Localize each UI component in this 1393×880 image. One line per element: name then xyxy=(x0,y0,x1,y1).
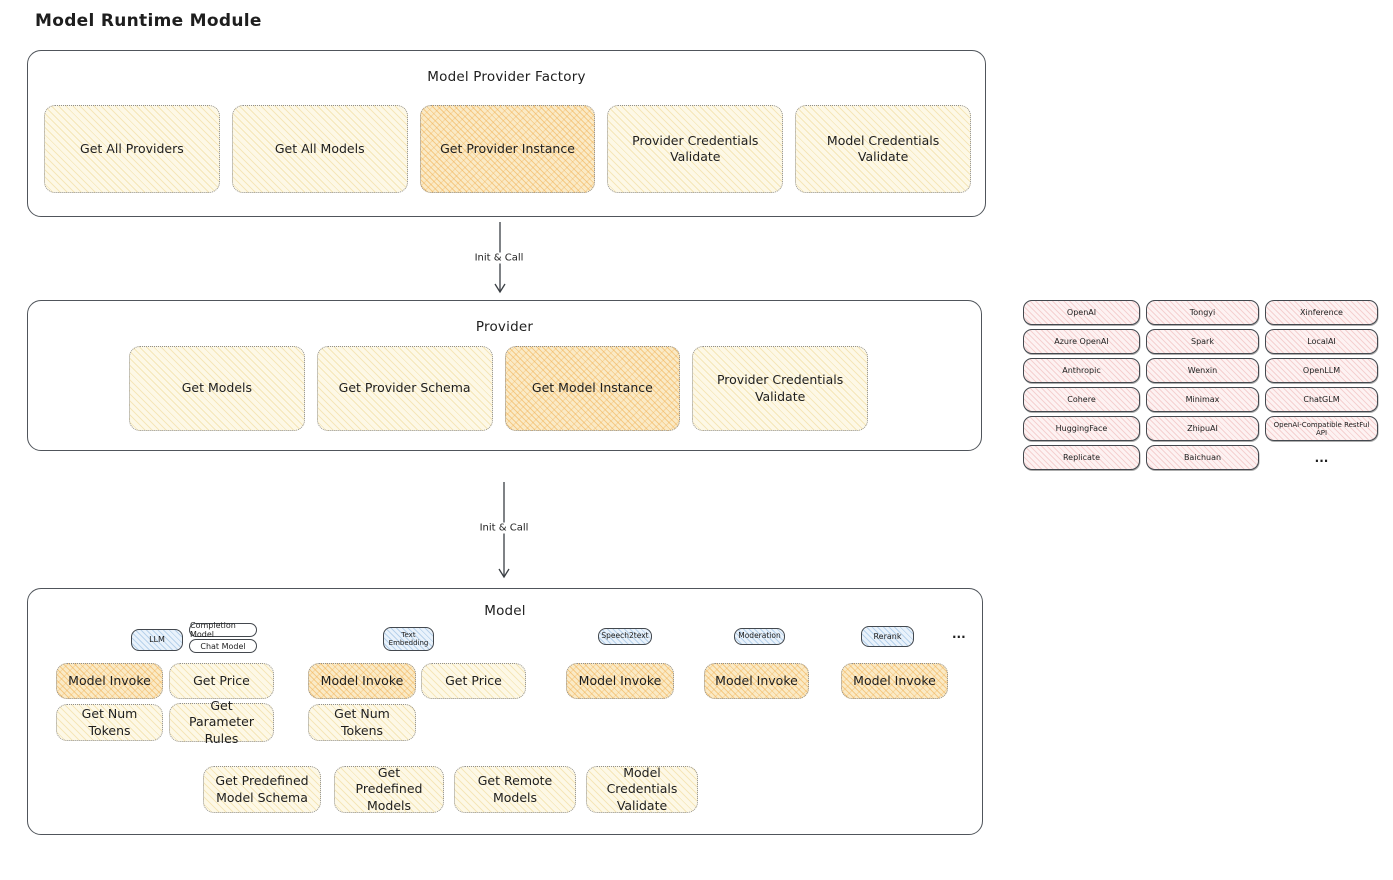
model-container: Model LLM Completion Model Chat Model Te… xyxy=(27,588,1002,852)
provider-title: Provider xyxy=(475,319,534,335)
provider-box-get-provider-schema: Get Provider Schema xyxy=(316,346,493,431)
tag-speech2text: Speech2text xyxy=(598,628,652,645)
factory-title: Model Provider Factory xyxy=(427,69,586,85)
tag-text-embedding: Text Embedding xyxy=(383,627,434,651)
llm-get-parameter-rules: Get Parameter Rules xyxy=(169,698,274,746)
tag-rerank: Rerank xyxy=(861,626,914,647)
text-embedding-model-invoke: Model Invoke xyxy=(308,663,416,699)
tag-completion-model: Completion Model xyxy=(189,621,257,639)
factory-box-provider-credentials-validate: Provider Credentials Validate xyxy=(607,105,784,193)
provider-box-provider-credentials-validate: Provider Credentials Validate xyxy=(692,346,868,431)
factory-box-get-provider-instance: Get Provider Instance xyxy=(419,105,596,193)
provider-item-azure-openai: Azure OpenAI xyxy=(1023,329,1140,354)
tag-chat-model: Chat Model xyxy=(189,639,257,653)
rerank-model-invoke: Model Invoke xyxy=(841,663,948,699)
provider-container: Provider Get Models Get Provider Schema … xyxy=(27,300,1001,468)
model-model-credentials-validate: Model Credentials Validate xyxy=(586,765,698,813)
speech2text-model-invoke: Model Invoke xyxy=(566,663,674,699)
text-embedding-get-price: Get Price xyxy=(421,663,526,699)
provider-item-localai: LocalAI xyxy=(1265,329,1378,354)
provider-item-openai-compatible-restful-api: OpenAI-Compatible RestFul API xyxy=(1265,416,1378,441)
llm-get-num-tokens: Get Num Tokens xyxy=(56,704,163,741)
provider-box-get-model-instance: Get Model Instance xyxy=(504,346,681,431)
model-get-predefined-model-schema: Get Predefined Model Schema xyxy=(203,766,321,813)
provider-item-replicate: Replicate xyxy=(1023,445,1140,470)
factory-box-get-all-providers: Get All Providers xyxy=(44,105,220,193)
llm-model-invoke: Model Invoke xyxy=(56,663,163,699)
page-title: Model Runtime Module xyxy=(35,11,262,31)
moderation-model-invoke: Model Invoke xyxy=(704,663,809,699)
factory-box-get-all-models: Get All Models xyxy=(231,105,408,193)
provider-item-zhipuai: ZhipuAI xyxy=(1146,416,1259,441)
provider-item-chatglm: ChatGLM xyxy=(1265,387,1378,412)
tag-llm: LLM xyxy=(131,629,183,651)
model-title: Model xyxy=(484,603,526,619)
provider-item-baichuan: Baichuan xyxy=(1146,445,1259,470)
model-provider-factory-container: Model Provider Factory Get All Providers… xyxy=(27,50,990,224)
provider-item-openllm: OpenLLM xyxy=(1265,358,1378,383)
provider-item-openai: OpenAI xyxy=(1023,300,1140,325)
text-embedding-get-num-tokens: Get Num Tokens xyxy=(308,704,416,741)
model-get-remote-models: Get Remote Models xyxy=(454,766,576,813)
provider-item-ellipsis: ... xyxy=(1314,450,1329,465)
arrow2-label: Init & Call xyxy=(474,522,534,534)
providers-grid: OpenAI Tongyi Xinference Azure OpenAI Sp… xyxy=(1023,300,1378,470)
arrow1-label: Init & Call xyxy=(469,252,529,264)
tag-moderation: Moderation xyxy=(734,628,785,645)
provider-item-anthropic: Anthropic xyxy=(1023,358,1140,383)
provider-box-get-models: Get Models xyxy=(129,346,305,431)
provider-item-cohere: Cohere xyxy=(1023,387,1140,412)
provider-item-minimax: Minimax xyxy=(1146,387,1259,412)
factory-boxes-row: Get All Providers Get All Models Get Pro… xyxy=(44,105,971,193)
tag-ellipsis: ... xyxy=(952,627,966,641)
provider-item-spark: Spark xyxy=(1146,329,1259,354)
llm-get-price: Get Price xyxy=(169,663,274,699)
provider-item-wenxin: Wenxin xyxy=(1146,358,1259,383)
provider-item-huggingface: HuggingFace xyxy=(1023,416,1140,441)
model-get-predefined-models: Get Predefined Models xyxy=(334,765,444,813)
provider-item-xinference: Xinference xyxy=(1265,300,1378,325)
factory-box-model-credentials-validate: Model Credentials Validate xyxy=(795,105,971,193)
provider-boxes-row: Get Models Get Provider Schema Get Model… xyxy=(129,346,868,431)
provider-item-tongyi: Tongyi xyxy=(1146,300,1259,325)
